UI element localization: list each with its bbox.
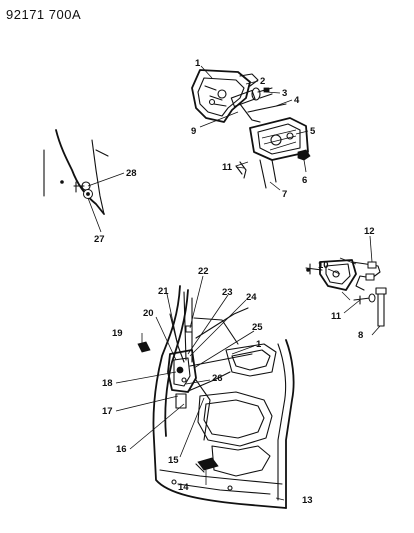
callout-7: 7 xyxy=(282,189,287,200)
callout-19: 19 xyxy=(112,328,123,339)
striker-assembly xyxy=(43,129,109,215)
callout-4: 4 xyxy=(294,95,300,106)
callout-10: 10 xyxy=(318,260,329,271)
callout-1: 1 xyxy=(195,58,201,69)
callout-22: 22 xyxy=(198,266,209,277)
callout-25: 25 xyxy=(252,322,263,333)
callout-2: 2 xyxy=(260,76,265,87)
callout-11: 11 xyxy=(222,162,233,173)
callout-15: 15 xyxy=(168,455,179,466)
callout-6: 6 xyxy=(302,175,307,186)
callout-17: 17 xyxy=(102,406,113,417)
door-assembly xyxy=(137,285,295,509)
callout-27: 27 xyxy=(94,234,105,245)
callout-3: 3 xyxy=(282,88,287,99)
callout-11-hinge: 11 xyxy=(331,311,342,322)
leader-lines xyxy=(87,65,381,501)
callout-28: 28 xyxy=(126,168,137,179)
callout-5: 5 xyxy=(310,126,316,137)
outside-handle-assembly xyxy=(191,69,311,189)
callout-12: 12 xyxy=(364,226,375,237)
callout-9: 9 xyxy=(191,126,196,137)
callout-20: 20 xyxy=(143,308,154,319)
hinge-assembly xyxy=(305,257,387,327)
callout-labels: 1 2 3 4 5 6 7 9 11 28 27 10 12 11 8 22 2… xyxy=(94,58,375,506)
callout-24: 24 xyxy=(246,292,257,303)
callout-26: 26 xyxy=(212,373,223,384)
callout-14: 14 xyxy=(178,482,189,493)
callout-16: 16 xyxy=(116,444,127,455)
callout-8: 8 xyxy=(358,330,363,341)
callout-21: 21 xyxy=(158,286,169,297)
diagram-code: 92171 700A xyxy=(6,7,81,22)
callout-23: 23 xyxy=(222,287,233,298)
callout-18: 18 xyxy=(102,378,113,389)
callout-1-door: 1 xyxy=(256,339,262,350)
callout-13: 13 xyxy=(302,495,313,506)
